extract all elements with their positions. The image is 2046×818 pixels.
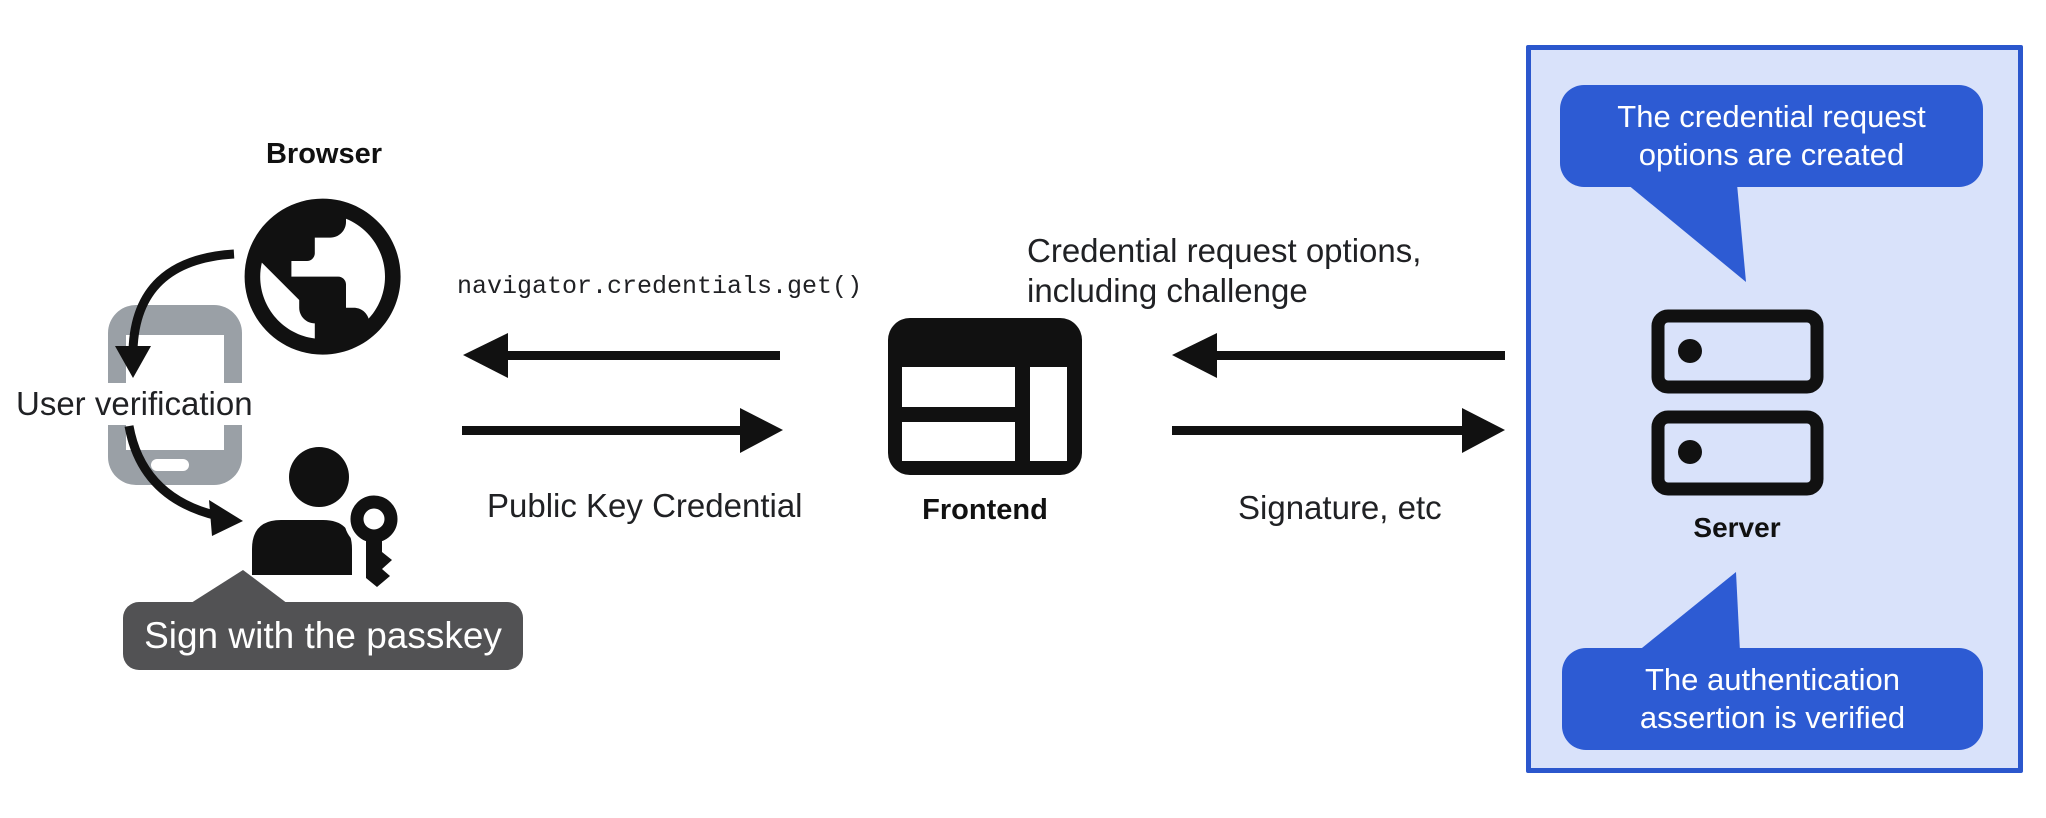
server-label: Server <box>1693 512 1781 543</box>
credential-request-line2: including challenge <box>1027 272 1308 309</box>
frontend-icon <box>888 318 1082 475</box>
browser-label: Browser <box>265 138 383 170</box>
public-key-credential-label: Public Key Credential <box>487 487 803 524</box>
passkey-tooltip: Sign with the passkey <box>123 602 523 670</box>
bubble-bottom-tail <box>1637 572 1740 652</box>
signature-etc-label: Signature, etc <box>1238 489 1442 526</box>
arrow-frontend-to-server <box>1172 408 1505 453</box>
user-verification-label: User verification <box>10 383 259 425</box>
bubble-top-tail <box>1627 184 1746 282</box>
credential-request-options-label: Credential request options, including ch… <box>1027 231 1421 311</box>
passkey-key-icon <box>344 489 404 588</box>
arrow-server-to-frontend <box>1172 333 1505 378</box>
globe-icon <box>244 198 401 355</box>
curved-arrow-browser-to-phone <box>115 249 235 378</box>
navigator-credentials-get-code: navigator.credentials.get() <box>457 272 863 301</box>
bubble-top-line2: options are created <box>1638 137 1905 172</box>
bubble-bottom-line2: assertion is verified <box>1639 700 1906 735</box>
curved-arrow-phone-to-user <box>124 425 243 536</box>
passkey-tooltip-text: Sign with the passkey <box>144 615 502 656</box>
bubble-bottom-line1: The authentication <box>1644 662 1901 697</box>
arrow-browser-to-frontend <box>462 408 783 453</box>
speech-bubble-credential-request: The credential request options are creat… <box>1560 85 1983 187</box>
credential-request-line1: Credential request options, <box>1027 232 1422 269</box>
tooltip-pointer <box>180 570 296 610</box>
bubble-top-line1: The credential request <box>1617 99 1926 134</box>
arrow-frontend-to-browser <box>463 333 780 378</box>
frontend-label: Frontend <box>922 494 1048 526</box>
user-icon <box>252 447 352 575</box>
speech-bubble-assertion-verified: The authentication assertion is verified <box>1562 648 1983 750</box>
server-icon <box>1651 309 1824 496</box>
